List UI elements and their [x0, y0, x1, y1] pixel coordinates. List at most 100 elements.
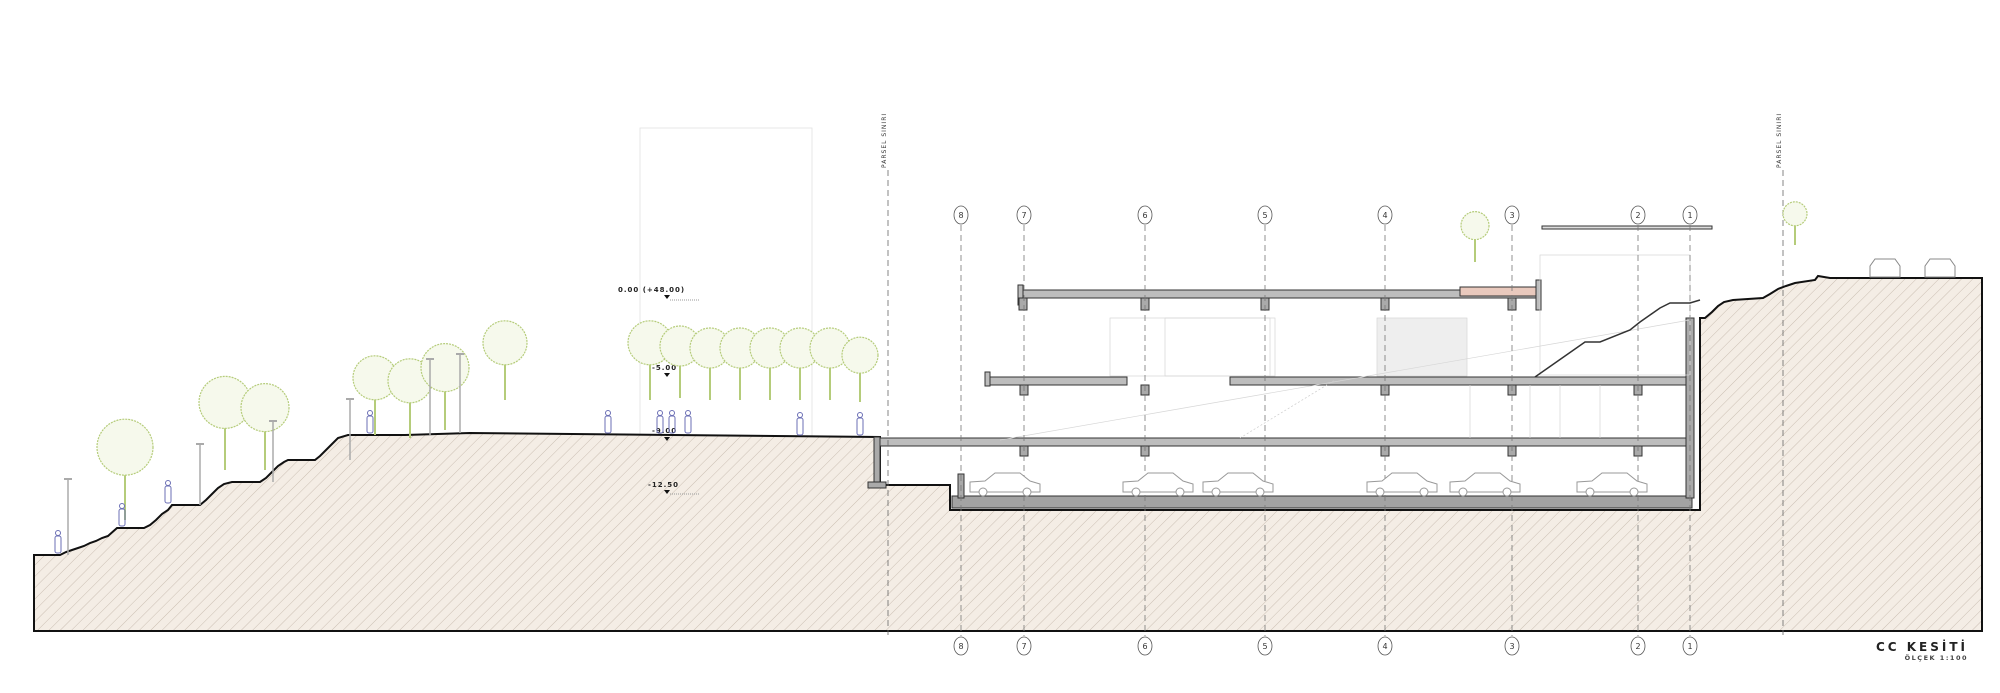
grid-bubble [1257, 636, 1273, 656]
person-head [685, 410, 691, 416]
wall-footing [867, 481, 887, 489]
car-wheel [1255, 487, 1265, 497]
person-body [118, 508, 126, 527]
car [1202, 472, 1274, 493]
person-body [604, 415, 612, 434]
car-wheel [978, 487, 988, 497]
stair [1534, 299, 1701, 378]
soil-section [33, 274, 1983, 632]
car-wheel [1419, 487, 1429, 497]
cars [969, 258, 1956, 497]
car [1366, 472, 1438, 493]
car-wheel [1458, 487, 1468, 497]
grid-label: 3 [1509, 211, 1514, 220]
person-head [797, 412, 803, 418]
grid-label: 2 [1635, 642, 1640, 651]
car-wheel [1211, 487, 1221, 497]
lamp-head [196, 443, 204, 445]
grid-bubble [1016, 205, 1032, 225]
grid-bubble [1377, 205, 1393, 225]
tree-canopy [96, 418, 154, 476]
car-wheel [1585, 487, 1595, 497]
person-head [119, 503, 125, 509]
drawing-scale: ÖLÇEK 1:100 [1904, 654, 1968, 662]
car-wheel [1502, 487, 1512, 497]
person-body [54, 535, 62, 554]
grid-bubble [1137, 636, 1153, 656]
grid-bubble [1016, 636, 1032, 656]
tree-canopy [1782, 201, 1808, 227]
lamp-head [346, 398, 354, 400]
grid-label: 4 [1382, 642, 1387, 651]
grid-bubble [1682, 205, 1698, 225]
car [1449, 472, 1521, 493]
person-body [796, 417, 804, 436]
person-body [656, 415, 664, 434]
person-head [165, 480, 171, 486]
parcel-label-right: PARSEL SINIRI [1776, 113, 1783, 168]
grid-bubble [1137, 205, 1153, 225]
person-head [605, 410, 611, 416]
parcel-lines [887, 170, 1784, 635]
grid-label: 8 [958, 211, 963, 220]
grid-label: 3 [1509, 642, 1514, 651]
car-wheel [1629, 487, 1639, 497]
lamp-head [269, 420, 277, 422]
tree-canopy [420, 343, 470, 393]
grid-label: 7 [1021, 642, 1026, 651]
grid-bubble [1504, 205, 1520, 225]
car-front [1924, 258, 1956, 278]
tree-canopy [1460, 211, 1490, 241]
person-head [857, 412, 863, 418]
person-body [668, 415, 676, 434]
car [1122, 472, 1194, 493]
person-body [366, 415, 374, 434]
lamp-head [64, 478, 72, 480]
drawing-title: CC KESİTİ [1875, 640, 1968, 654]
car [1576, 472, 1648, 493]
people [54, 410, 864, 554]
person-head [669, 410, 675, 416]
car-wheel [1175, 487, 1185, 497]
level-label: -12.50 [648, 481, 679, 489]
background-building-outline [639, 127, 813, 439]
lamp-head [426, 358, 434, 360]
grid-label: 4 [1382, 211, 1387, 220]
grid-bubble [953, 205, 969, 225]
grid-bubble [1377, 636, 1393, 656]
grid-bubble [1504, 636, 1520, 656]
lamp-head [456, 353, 464, 355]
grid-label: 1 [1687, 211, 1692, 220]
person-head [367, 410, 373, 416]
grid-label: 7 [1021, 211, 1026, 220]
person-body [684, 415, 692, 434]
drawing-title-block: CC KESİTİ ÖLÇEK 1:100 [1876, 640, 1968, 662]
person-head [55, 530, 61, 536]
grid-label: 6 [1142, 211, 1147, 220]
grid-label: 2 [1635, 211, 1640, 220]
car-front [1869, 258, 1901, 278]
level-label: 0.00 (+48.00) [618, 286, 685, 294]
grid-label: 5 [1262, 642, 1267, 651]
tree-canopy [240, 383, 290, 433]
parking-floor-slab [951, 495, 1693, 509]
trees [96, 201, 1808, 520]
interior-elevation-lines [999, 254, 1691, 441]
lamp-posts [64, 353, 464, 555]
grid-label: 6 [1142, 642, 1147, 651]
floor-slabs [879, 225, 1713, 447]
level-label: -9.00 [652, 427, 677, 435]
grid-bubble [1630, 205, 1646, 225]
grid-bubble [1630, 636, 1646, 656]
person-body [164, 485, 172, 504]
person-body [856, 417, 864, 436]
grid-bubble [953, 636, 969, 656]
retaining-wall [873, 436, 881, 486]
level-markers: 0.00 (+48.00) -5.00 -9.00 -12.50 [618, 286, 700, 495]
grid-label: 1 [1687, 642, 1692, 651]
parcel-label-left: PARSEL SINIRI [881, 113, 888, 168]
tree-canopy [482, 320, 528, 366]
grid-bubble [1682, 636, 1698, 656]
level-label: -5.00 [652, 364, 677, 372]
